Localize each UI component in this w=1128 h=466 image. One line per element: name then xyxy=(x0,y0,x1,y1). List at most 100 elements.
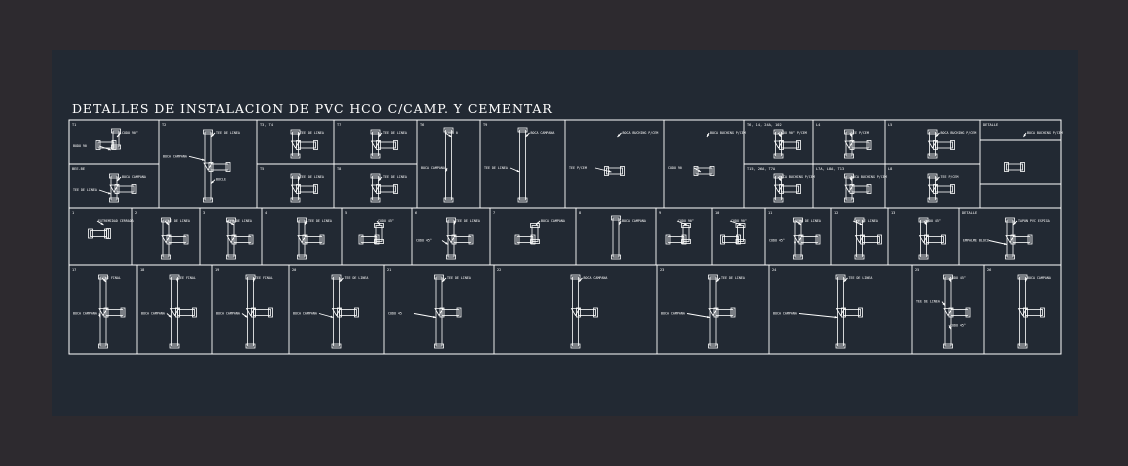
fitting-callout: TEE DE LINEA xyxy=(73,188,97,192)
leader-arrow xyxy=(698,169,701,172)
flow-marker xyxy=(918,235,929,244)
leader-arrow xyxy=(378,178,382,181)
leader-arrow xyxy=(211,180,214,184)
socket-ring xyxy=(120,307,126,318)
socket-ring xyxy=(948,307,954,318)
socket-ring xyxy=(1027,234,1033,245)
socket-ring xyxy=(798,234,804,245)
leader-arrow xyxy=(798,222,801,225)
fitting-callout: CODO 90° xyxy=(678,219,694,223)
flow-marker xyxy=(109,184,119,193)
detail-label: T1 xyxy=(72,123,76,127)
fitting-callout: BOCA CAMPANA xyxy=(73,312,97,316)
socket-ring xyxy=(943,343,953,349)
socket-ring xyxy=(708,274,718,280)
pipe-segment xyxy=(800,236,819,243)
leader-arrow xyxy=(231,222,234,225)
leader-arrow xyxy=(619,222,622,225)
leader-arrow xyxy=(244,314,248,318)
pipe-segment xyxy=(715,309,734,316)
fitting-callout: BOCA CAMPANA xyxy=(1027,276,1051,280)
socket-ring xyxy=(203,129,213,135)
flow-marker xyxy=(434,308,444,317)
detail-label: T7 xyxy=(337,123,341,127)
socket-ring xyxy=(844,197,854,203)
socket-ring xyxy=(941,234,946,245)
fitting-callout: BOCA BUCHING P/CEM xyxy=(623,131,659,135)
leader-arrow xyxy=(100,222,104,225)
leader-arrow xyxy=(1023,134,1026,137)
socket-ring xyxy=(434,274,444,280)
socket-ring xyxy=(331,343,342,349)
socket-ring xyxy=(933,140,938,150)
socket-ring xyxy=(103,307,109,318)
fitting-callout: TEE DE LINEA xyxy=(228,219,252,223)
socket-ring xyxy=(370,129,381,135)
fitting-callout: BOCA BUCHING P/CEM xyxy=(941,131,977,135)
fitting-callout: BOCA CAMPANA xyxy=(531,131,555,135)
leader-arrow xyxy=(1024,279,1028,282)
socket-ring xyxy=(796,184,801,194)
socket-ring xyxy=(927,153,938,159)
fitting-callout: TEE FINAL xyxy=(178,276,196,280)
leader-line xyxy=(798,313,838,318)
detail-label: L8 xyxy=(888,167,892,171)
socket-ring xyxy=(530,223,540,228)
fitting-callout: BOCA BUCHING P/CEM xyxy=(1027,131,1063,135)
socket-ring xyxy=(773,197,784,203)
pipe-segment xyxy=(935,141,953,149)
socket-ring xyxy=(296,140,301,150)
detail-label: 12 xyxy=(834,211,838,215)
socket-ring xyxy=(927,173,938,179)
leader-arrow xyxy=(297,178,301,181)
socket-ring xyxy=(620,166,625,176)
fitting-callout: BOCA BUCHING P/CEM xyxy=(851,175,887,179)
leader-arrow xyxy=(103,279,106,282)
fitting-callout: TEE DE LINEA xyxy=(345,276,369,280)
pipe-segment xyxy=(441,309,460,316)
leader-arrow xyxy=(608,170,612,173)
leader-arrow xyxy=(117,178,120,181)
flow-marker xyxy=(245,308,256,317)
socket-ring xyxy=(665,234,671,245)
pipe-segment xyxy=(210,163,229,171)
detail-label: 18 xyxy=(140,268,144,272)
fitting-callout: TEE DE LINEA xyxy=(166,219,190,223)
fitting-callout: CODO 90° xyxy=(122,131,138,135)
pipe-segment xyxy=(851,141,870,149)
flow-marker xyxy=(835,308,846,317)
detail-label: T8 xyxy=(337,167,341,171)
socket-ring xyxy=(709,166,715,176)
pipe-segment xyxy=(168,236,187,243)
leader-arrow xyxy=(117,134,120,137)
fitting-callout: TEE DE LINEA xyxy=(216,131,240,135)
detail-label: 13 xyxy=(891,211,895,215)
socket-ring xyxy=(918,254,929,260)
fitting-callout: BOCA CAMPANA xyxy=(163,154,187,158)
socket-ring xyxy=(302,234,308,245)
flow-marker xyxy=(854,235,865,244)
socket-ring xyxy=(114,184,120,194)
pipe-segment xyxy=(116,185,135,193)
socket-ring xyxy=(965,307,971,318)
pipe-segment xyxy=(781,141,799,149)
leader-arrow xyxy=(108,148,111,151)
socket-ring xyxy=(779,184,784,194)
pipe-segment xyxy=(781,185,799,193)
socket-ring xyxy=(720,234,725,245)
socket-ring xyxy=(313,184,318,194)
leader-arrow xyxy=(924,222,927,225)
detail-label: L4 xyxy=(816,123,820,127)
fitting-callout: TEE FINAL xyxy=(255,276,273,280)
